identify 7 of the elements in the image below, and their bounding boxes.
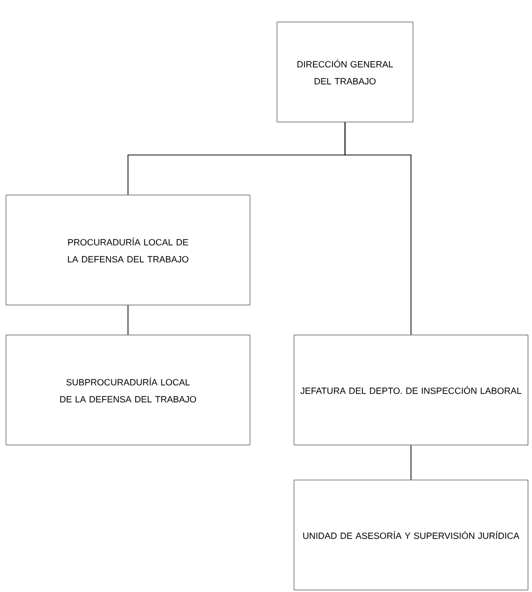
org-box: UNIDAD DE ASESORÍA Y SUPERVISIÓN JURÍDICA — [294, 480, 528, 590]
org-box: PROCURADURÍA LOCAL DE LA DEFENSA DEL TRABAJO — [6, 194, 250, 306]
connector-line — [410, 444, 412, 480]
org-box: JEFATURA DEL DEPTO. DE INSPECCIÓN LABORAL — [294, 334, 528, 446]
connector-line — [344, 122, 412, 336]
org-box: DIRECCIÓN GENERAL DEL TRABAJO — [276, 22, 414, 122]
org-box: SUBPROCURADURÍA LOCAL DE LA DEFENSA DEL TRABAJO — [6, 334, 250, 446]
